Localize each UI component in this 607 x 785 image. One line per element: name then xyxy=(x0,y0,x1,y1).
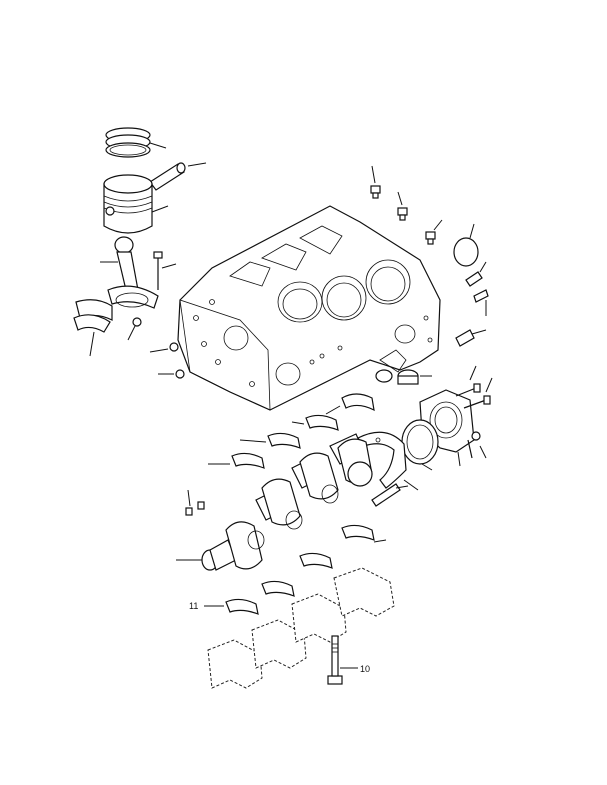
plug-3 xyxy=(425,231,436,245)
piston-pin xyxy=(149,162,186,191)
leader-upper-bearing-2 xyxy=(239,439,267,443)
rear-seal-gasket xyxy=(401,419,439,465)
lower-bearing-2 xyxy=(261,580,295,597)
leader-dowel-1 xyxy=(479,261,487,273)
crankshaft xyxy=(201,433,373,571)
crank-key-1 xyxy=(185,507,193,516)
piston-rings xyxy=(105,127,151,158)
dowel-pin-2 xyxy=(473,289,489,303)
callout-10: 10 xyxy=(360,664,370,674)
leader-rod-nut xyxy=(127,325,136,341)
connecting-rod xyxy=(107,236,159,309)
upper-bearing-4 xyxy=(341,393,375,412)
crank-key-2 xyxy=(197,501,205,510)
thrust-washer xyxy=(357,431,407,489)
housing-bolt-2 xyxy=(463,395,491,409)
rod-nut xyxy=(132,317,142,327)
leader-crank-key xyxy=(187,489,191,507)
leader-seal-housing xyxy=(457,451,461,467)
piston xyxy=(103,174,153,234)
block-plug-lower xyxy=(175,369,185,379)
leader-housing-bolt-3 xyxy=(479,445,487,459)
callout-11: 11 xyxy=(189,601,198,611)
leader-upper-bearing-4 xyxy=(325,405,341,415)
leader-housing-bolt-2 xyxy=(485,377,493,393)
lower-bearing-4 xyxy=(341,524,375,541)
leader-rod-bolt xyxy=(161,263,177,269)
main-cap-bolt xyxy=(327,635,343,685)
leader-plug-1 xyxy=(371,165,376,184)
leader-piston-rings xyxy=(149,142,167,149)
dowel-pin-3 xyxy=(455,329,475,347)
upper-bearing-1 xyxy=(231,452,265,469)
main-cap-3 xyxy=(291,593,347,643)
oil-fitting xyxy=(375,369,419,385)
leader-dowel-3 xyxy=(471,329,487,335)
upper-bearing-3 xyxy=(305,414,339,431)
leader-long-dowel xyxy=(395,485,409,489)
plug-1 xyxy=(370,185,381,199)
long-dowel-pin xyxy=(371,483,401,507)
housing-bolt-1 xyxy=(455,383,481,397)
leader-plug-3 xyxy=(433,219,443,231)
leader-plug-2 xyxy=(397,191,403,206)
dowel-pin-1 xyxy=(465,271,483,287)
main-cap-4 xyxy=(333,567,395,617)
leader-piston xyxy=(151,205,169,213)
plug-2 xyxy=(397,207,408,221)
upper-bearing-2 xyxy=(267,432,301,449)
leader-block-plug-upper xyxy=(149,348,169,353)
leader-seal-gasket xyxy=(421,463,433,471)
housing-bolt-3 xyxy=(467,431,481,459)
main-cap-2 xyxy=(251,619,307,669)
leader-upper-bearing-3 xyxy=(291,421,305,425)
rod-bolt xyxy=(153,251,163,290)
leader-rod-bearing xyxy=(89,331,95,357)
main-cap-1 xyxy=(207,639,263,689)
leader-piston-pin xyxy=(187,162,207,167)
leader-expansion-plug xyxy=(469,223,475,239)
lower-bearing-3 xyxy=(299,552,333,569)
expansion-plug xyxy=(453,237,479,267)
rod-bearing-cap xyxy=(73,299,113,333)
leader-thrust-washer xyxy=(403,479,419,491)
leader-lower-bearing xyxy=(373,539,387,543)
block-plug-upper xyxy=(169,342,179,352)
leader-housing-bolt-1 xyxy=(469,365,477,381)
lower-bearing-1 xyxy=(225,598,259,615)
engine-block xyxy=(177,205,441,411)
